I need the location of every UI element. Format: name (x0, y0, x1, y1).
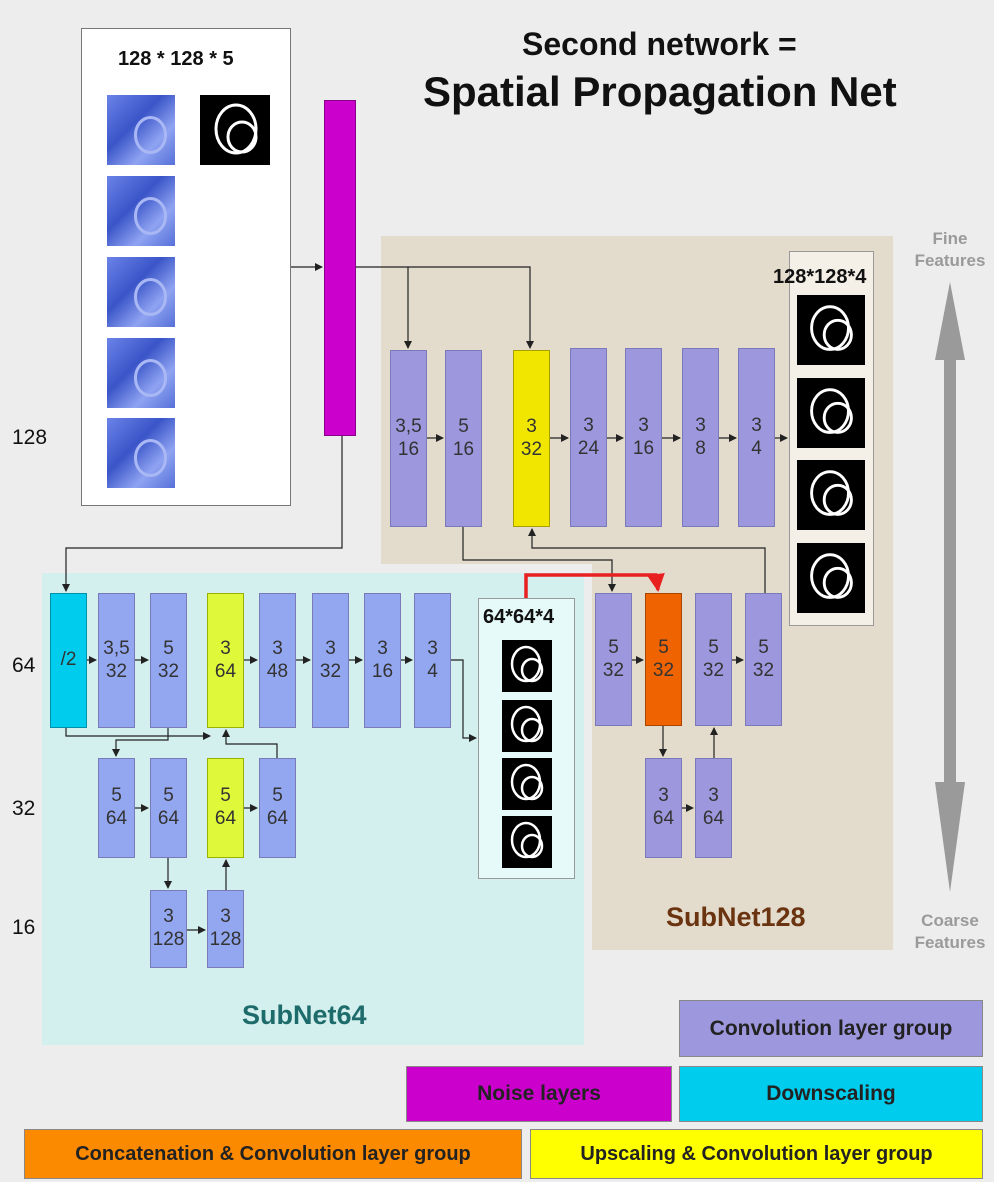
legend-downscale: Downscaling (679, 1066, 983, 1122)
coarse-features-label: Coarse Features (914, 911, 986, 953)
legend-upscale: Upscaling & Convolution layer group (530, 1129, 983, 1179)
title-line2: Spatial Propagation Net (423, 68, 897, 115)
output128-mask-image (797, 295, 865, 365)
subnet128-region-lower (592, 563, 893, 950)
output64-mask-image (502, 816, 552, 868)
subnet128-label: SubNet128 (666, 902, 806, 932)
scale-label-16: 16 (12, 916, 36, 939)
input-mri-image (107, 418, 175, 488)
input-label: 128 * 128 * 5 (118, 48, 234, 70)
input-mri-image (107, 176, 175, 246)
noise-layer (324, 100, 356, 436)
input-mri-image (107, 257, 175, 327)
output64-mask-image (502, 640, 552, 692)
legend-conv: Convolution layer group (679, 1000, 983, 1057)
subnet64-label: SubNet64 (242, 1000, 367, 1030)
legend-noise: Noise layers (406, 1066, 672, 1122)
output128-mask-image (797, 460, 865, 530)
output128-mask-image (797, 378, 865, 448)
input-mri-image (107, 338, 175, 408)
scale-label-128: 128 (12, 426, 48, 449)
output128-mask-image (797, 543, 865, 613)
subnet64-downscale-layer: /2 (50, 593, 87, 728)
fine-features-label: Fine Features (914, 229, 986, 271)
scale-label-64: 64 (12, 654, 36, 677)
input-mri-image (107, 95, 175, 165)
legend-concat: Concatenation & Convolution layer group (24, 1129, 522, 1179)
input-mask-image (200, 95, 270, 165)
scale-label-32: 32 (12, 797, 36, 820)
output64-mask-image (502, 700, 552, 752)
output64-label: 64*64*4 (483, 606, 555, 628)
output128-label: 128*128*4 (773, 266, 867, 288)
output64-mask-image (502, 758, 552, 810)
title-line1: Second network = (522, 26, 797, 62)
